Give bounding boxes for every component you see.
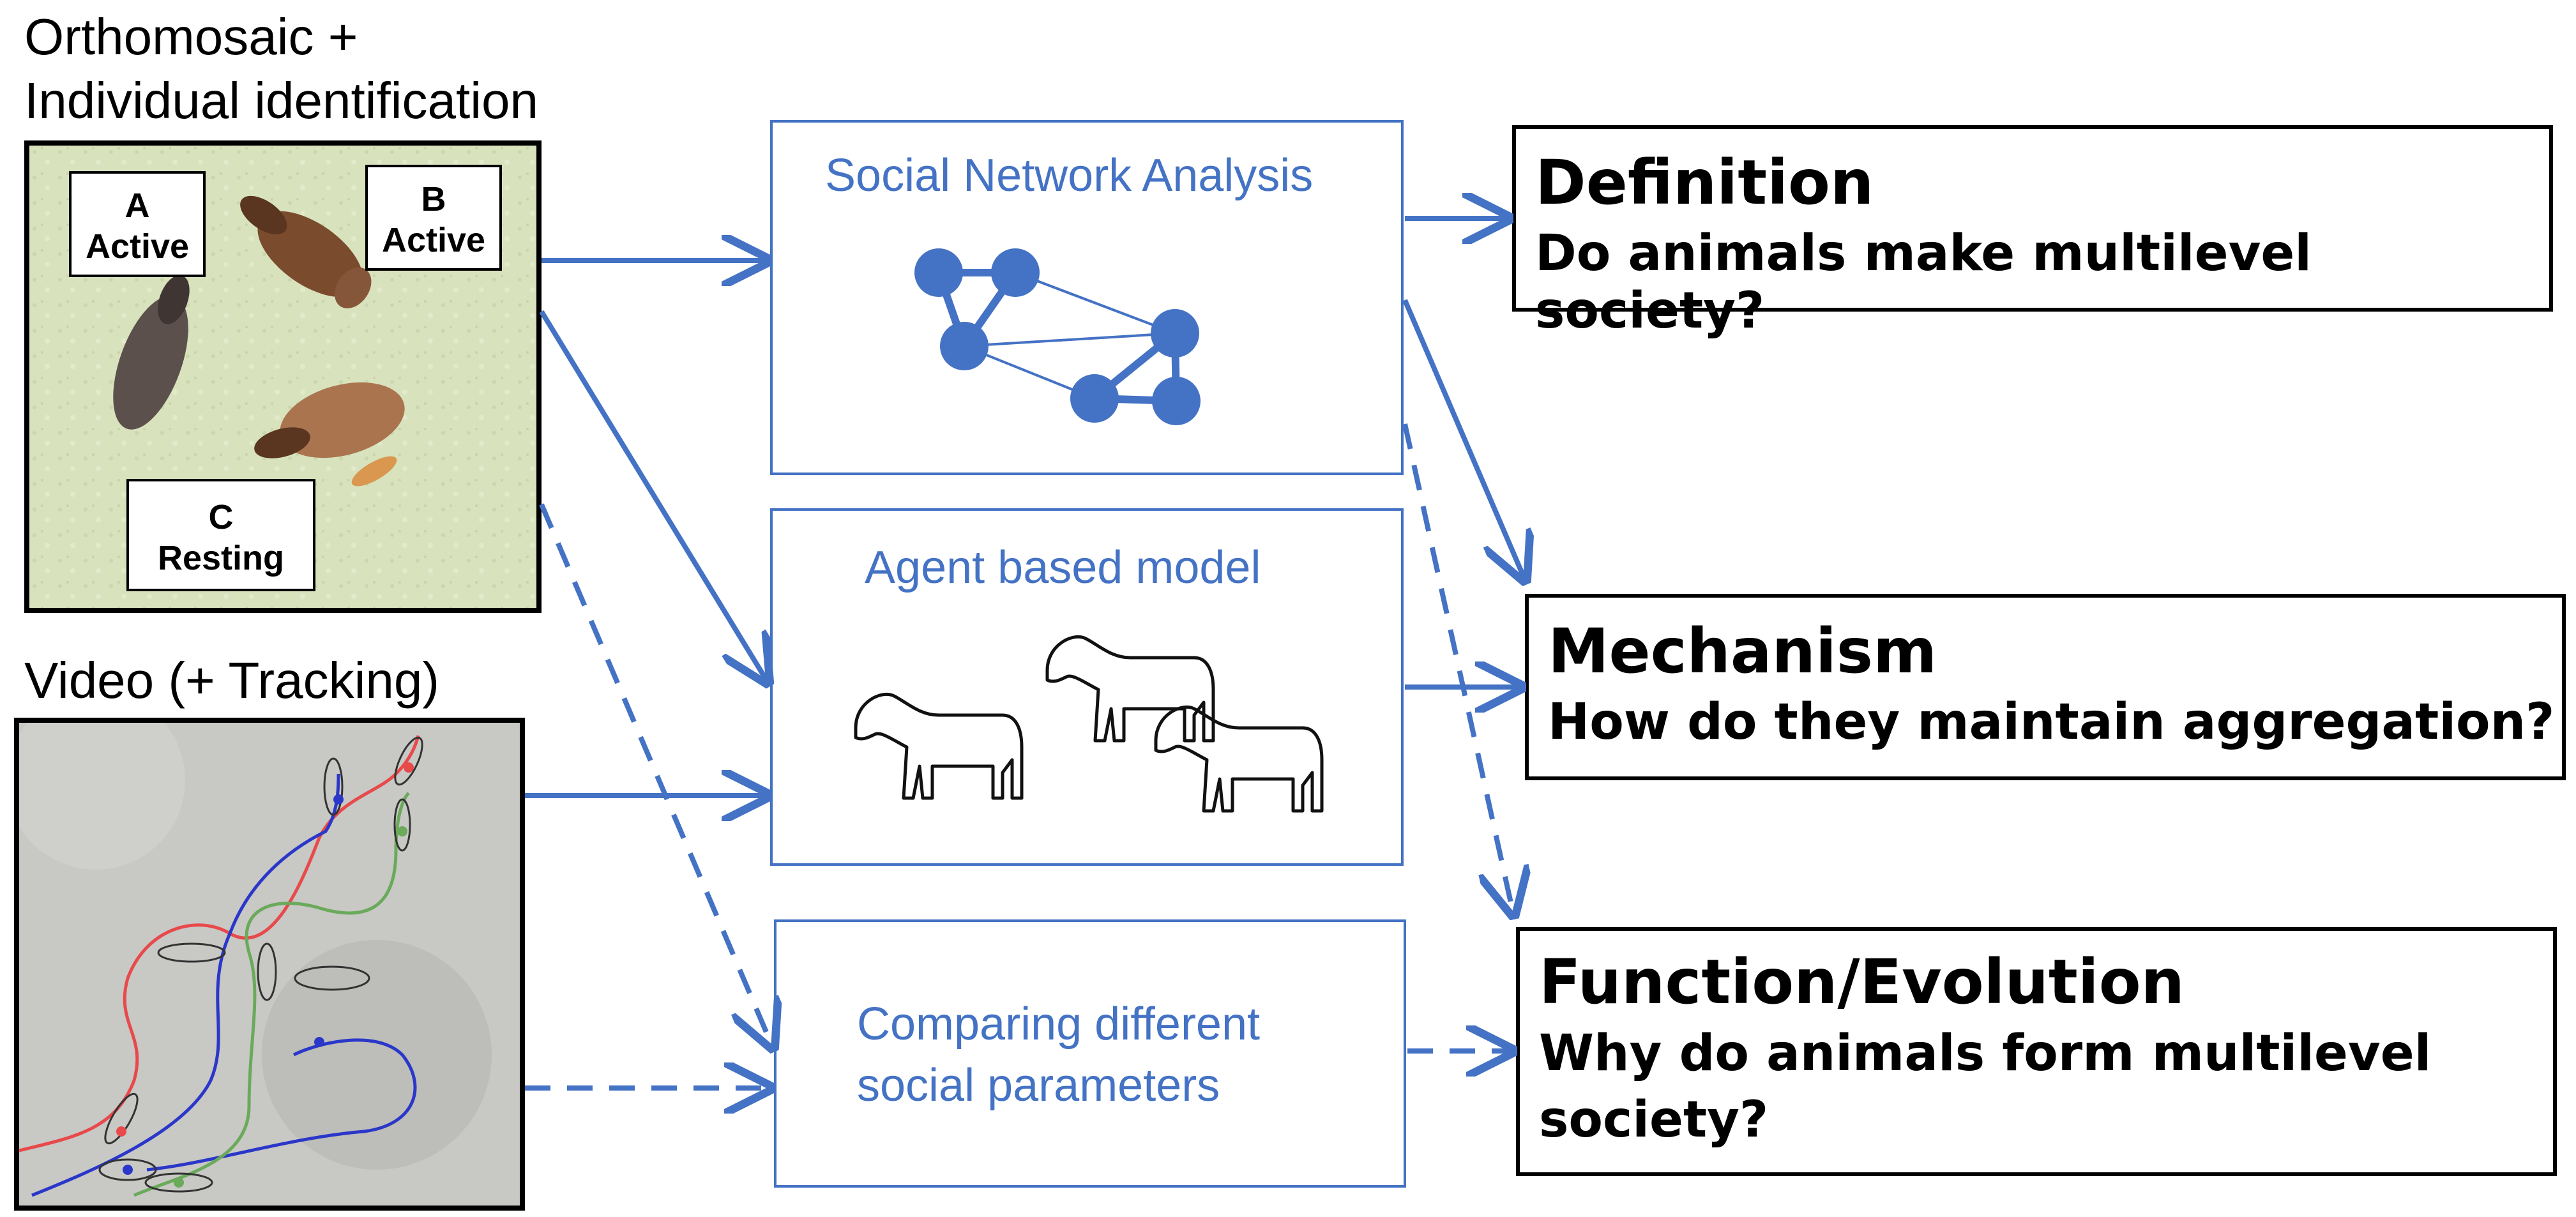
compare-label-line1: Comparing different bbox=[857, 999, 1261, 1050]
state-status: Resting bbox=[157, 539, 285, 577]
compare-box: Comparing different social parameters bbox=[774, 919, 1406, 1188]
sna-box: Social Network Analysis bbox=[770, 120, 1404, 475]
state-id: B bbox=[421, 180, 446, 218]
state-id: A bbox=[125, 186, 150, 225]
video-title: Video (+ Tracking) bbox=[24, 652, 439, 709]
state-label-b: B Active bbox=[365, 165, 502, 271]
horse-icon bbox=[854, 692, 1024, 800]
arrow-icon bbox=[539, 310, 768, 682]
definition-box: Definition Do animals make multilevel so… bbox=[1512, 125, 2553, 340]
tracking-paths-icon bbox=[19, 723, 520, 1206]
definition-title: Definition bbox=[1535, 147, 1874, 218]
sna-label: Social Network Analysis bbox=[825, 150, 1314, 201]
compare-label-line2: social parameters bbox=[857, 1060, 1220, 1111]
state-id: C bbox=[208, 498, 234, 536]
function-text-line2: society? bbox=[1539, 1091, 1769, 1149]
arrow-icon bbox=[539, 503, 773, 1047]
arrow-icon bbox=[1402, 299, 1525, 580]
arrow-icon bbox=[1402, 423, 1513, 914]
function-text-line1: Why do animals form multilevel bbox=[1539, 1025, 2432, 1082]
state-label-a: A Active bbox=[69, 171, 206, 277]
ortho-title-line1: Orthomosaic + bbox=[24, 8, 358, 65]
network-icon bbox=[914, 248, 1201, 425]
horse-icons bbox=[854, 635, 1324, 813]
state-label-c: C Resting bbox=[126, 479, 315, 591]
mechanism-text: How do they maintain aggregation? bbox=[1548, 693, 2555, 751]
state-status: Active bbox=[85, 227, 190, 266]
function-box: Function/Evolution Why do animals form m… bbox=[1516, 927, 2557, 1176]
function-title: Function/Evolution bbox=[1539, 946, 2185, 1018]
abm-box: Agent based model bbox=[770, 508, 1404, 866]
video-tracking-image bbox=[14, 718, 525, 1211]
ortho-title-line2: Individual identification bbox=[24, 72, 538, 129]
mechanism-box: Mechanism How do they maintain aggregati… bbox=[1525, 594, 2566, 780]
state-status: Active bbox=[381, 221, 486, 259]
abm-label: Agent based model bbox=[865, 542, 1261, 593]
mechanism-title: Mechanism bbox=[1548, 616, 1937, 687]
horse-icon bbox=[1045, 635, 1215, 743]
horse-icon bbox=[1154, 705, 1324, 813]
definition-text: Do animals make multilevel society? bbox=[1535, 225, 2312, 340]
